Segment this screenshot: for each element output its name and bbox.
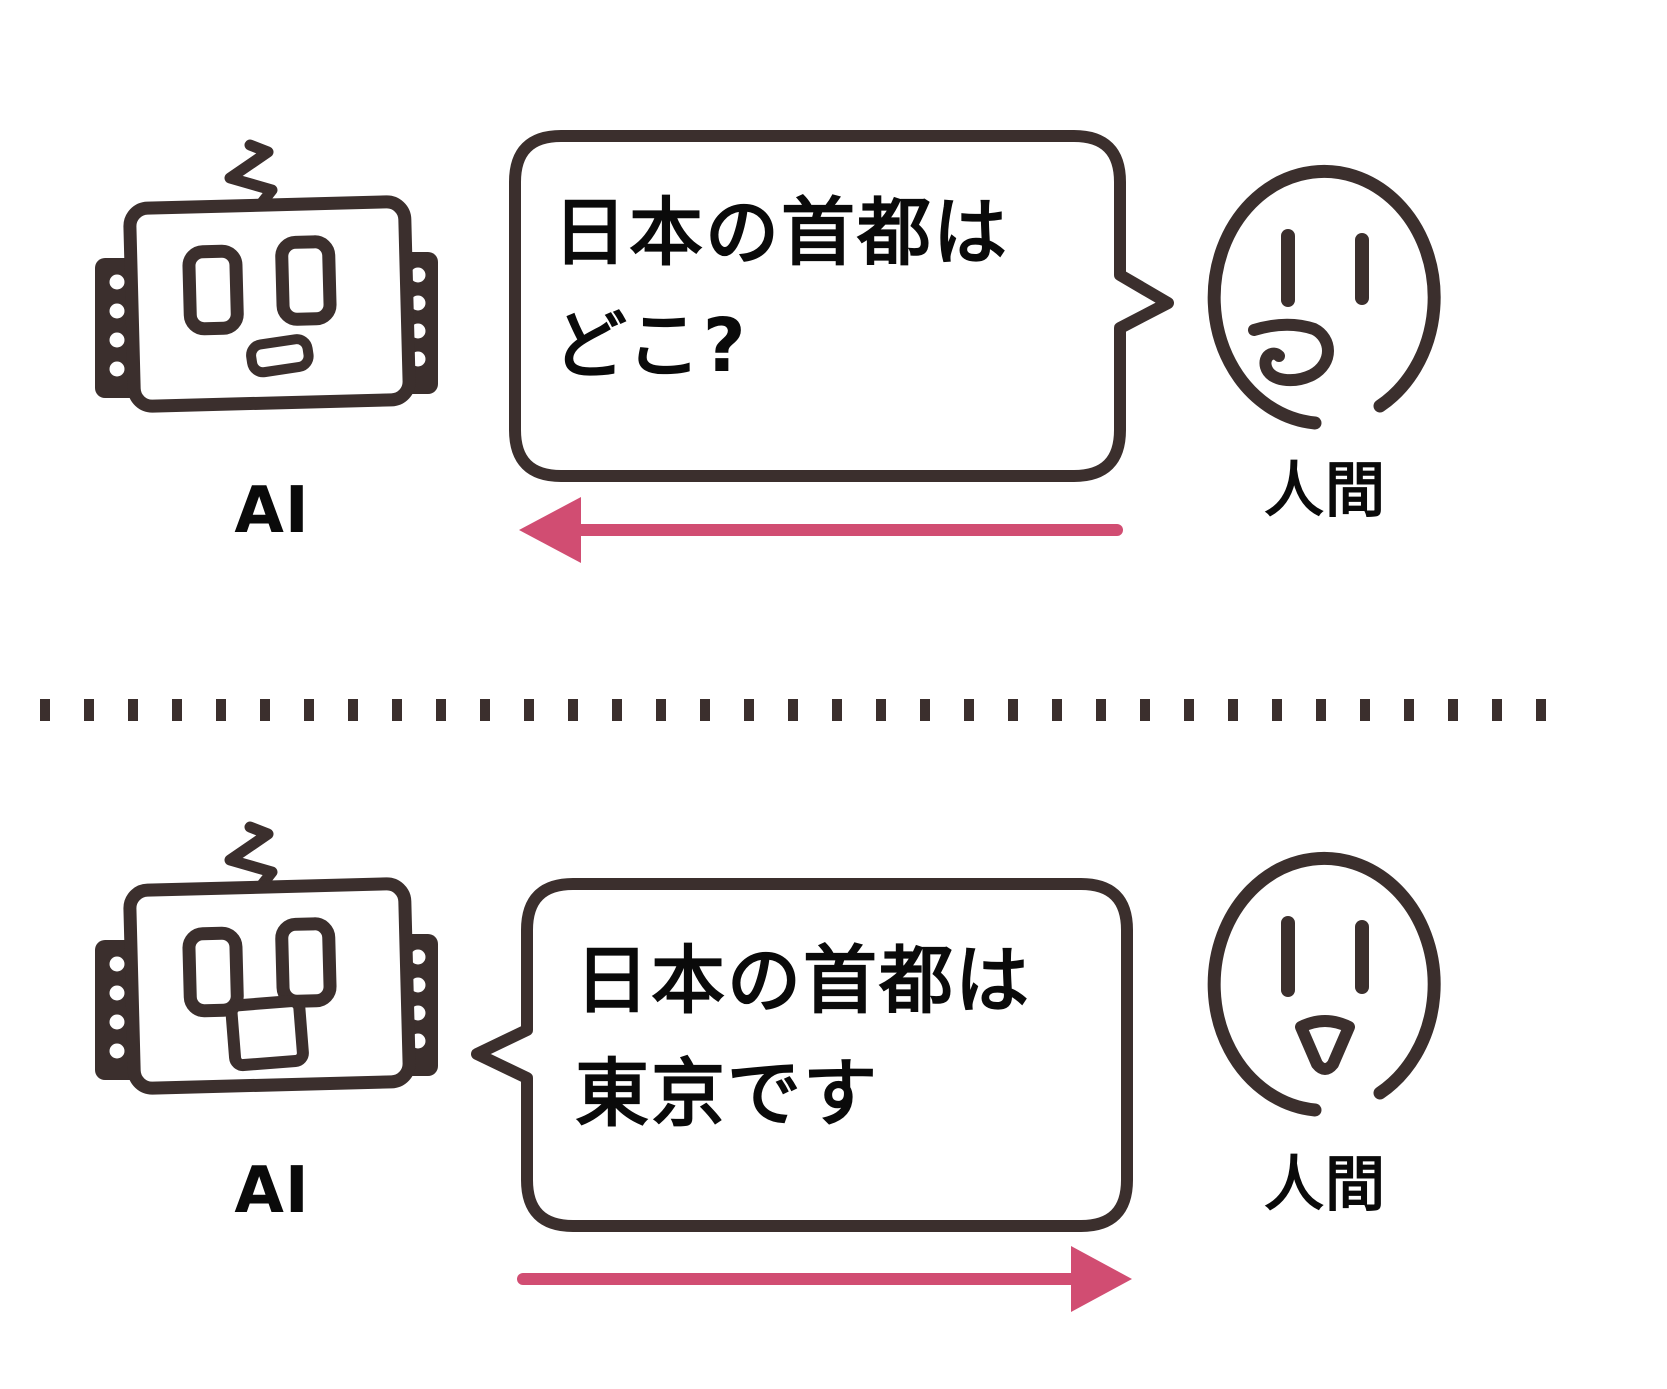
robot-left-eye: [182, 244, 244, 336]
ai-label: AI: [234, 1154, 310, 1228]
question-arrow-left: [519, 497, 1123, 563]
worried-mouth: [1248, 318, 1334, 387]
robot-antenna: [224, 821, 278, 892]
dotted-divider: [40, 699, 1575, 721]
robot-antenna: [224, 139, 278, 210]
human-label: 人間: [1264, 456, 1386, 526]
happy-open-mouth: [1295, 1015, 1355, 1075]
face-outline: [1207, 852, 1441, 1117]
ai-robot-icon: [95, 821, 438, 1095]
answer-arrow-right: [517, 1246, 1132, 1312]
robot-right-eye: [275, 235, 337, 326]
ai-robot-icon: [95, 139, 438, 413]
answer-speech-bubble: [471, 878, 1133, 1232]
ai-label: AI: [234, 474, 310, 548]
question-text-line2: どこ?: [553, 303, 748, 389]
question-text-line1: 日本の首都は: [553, 190, 1009, 276]
robot-mouth-open: [225, 995, 309, 1072]
robot-right-eye: [275, 917, 337, 1008]
human-face-icon: [1207, 852, 1441, 1117]
question-speech-bubble: [509, 130, 1174, 482]
robot-left-eye: [182, 926, 244, 1018]
bubble-outline: [471, 878, 1133, 1232]
answer-text-line1: 日本の首都は: [575, 938, 1031, 1024]
robot-mouth-closed: [246, 334, 314, 378]
human-face-icon: [1207, 165, 1441, 430]
answer-text-line2: 東京です: [575, 1051, 879, 1137]
face-outline: [1207, 165, 1441, 430]
bubble-outline: [509, 130, 1174, 482]
human-label: 人間: [1264, 1150, 1386, 1220]
